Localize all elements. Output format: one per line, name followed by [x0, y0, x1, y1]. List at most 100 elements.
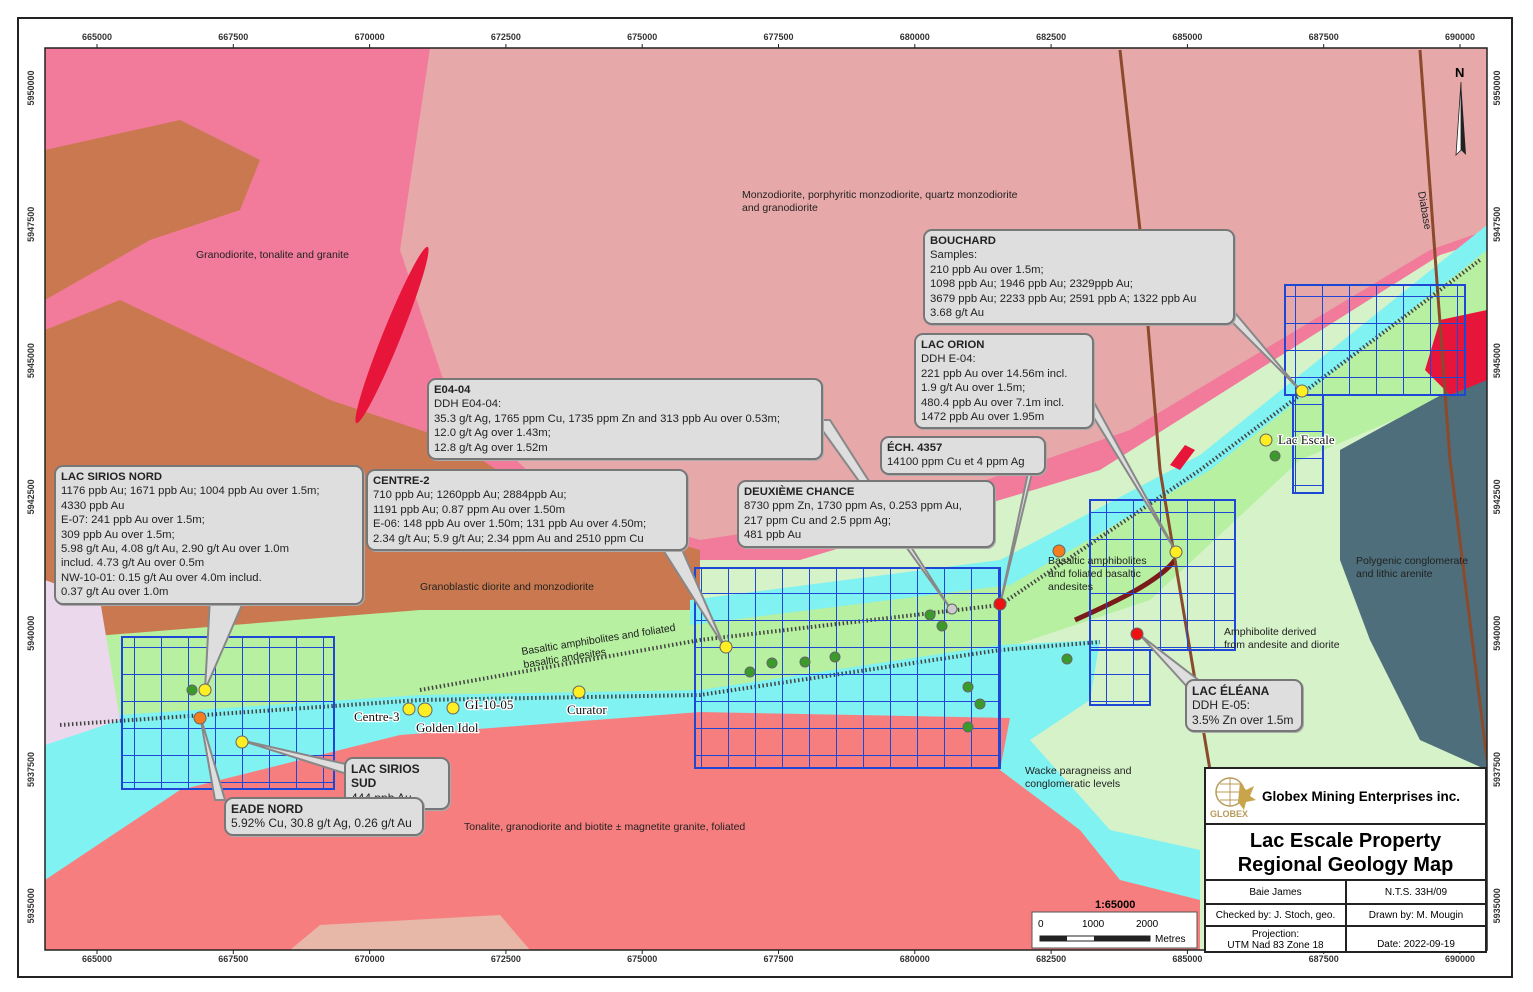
callout-line: 3.68 g/t Au: [930, 307, 985, 320]
y-tick-label-right: 5937500: [1492, 752, 1502, 787]
callout-line: 480.4 ppb Au over 7.1m incl.: [921, 396, 1065, 409]
callout-line: Samples:: [930, 249, 978, 262]
x-tick-label-top: 665000: [82, 32, 112, 42]
claim-grid-eleana[interactable]: [1089, 649, 1151, 706]
occurrence-gi-10-05[interactable]: GI-10-05: [464, 696, 515, 714]
info-row-2: Checked by: J. Stoch, geo. Drawn by: M. …: [1206, 905, 1485, 927]
callout-title: LAC SIRIOS NORD: [61, 471, 163, 483]
label-monzodiorite-1: Monzodiorite, porphyritic monzodiorite, …: [742, 189, 1018, 201]
callout-lac-eleana[interactable]: LAC ÉLÉANA DDH E-05: 3.5% Zn over 1.5m: [1185, 679, 1303, 733]
sample-point[interactable]: [1169, 545, 1183, 559]
x-tick-label-bottom: 667500: [218, 954, 248, 964]
drawn-by: Drawn by: M. Mougin: [1368, 909, 1464, 921]
callout-line: 35.3 g/t Ag, 1765 ppm Cu, 1735 ppm Zn an…: [434, 412, 781, 425]
claim-grid-centre[interactable]: [694, 567, 1001, 769]
x-tick-label-top: 670000: [355, 32, 385, 42]
claim-grid-sirios[interactable]: [121, 636, 335, 790]
claim-grid-escale[interactable]: [1284, 284, 1466, 396]
claim-grid-escale-south[interactable]: [1292, 394, 1324, 494]
sample-point[interactable]: [1130, 627, 1144, 641]
projection: Projection: UTM Nad 83 Zone 18: [1206, 927, 1347, 953]
map-neatline: [44, 47, 1488, 951]
y-tick-label-right: 5942500: [1492, 479, 1502, 514]
claim-grid-orion[interactable]: [1089, 499, 1236, 651]
label-amphibolite-2: from andesite and diorite: [1224, 639, 1340, 651]
sample-point[interactable]: [402, 702, 416, 716]
sample-point[interactable]: [1259, 433, 1273, 447]
x-tick-label-bottom: 685000: [1172, 954, 1202, 964]
sample-point[interactable]: [1295, 384, 1309, 398]
callout-line: NW-10-01: 0.15 g/t Au over 4.0m includ.: [61, 571, 262, 584]
y-tick-label-right: 5945000: [1492, 343, 1502, 378]
sample-point[interactable]: [572, 685, 586, 699]
callout-deuxieme-chance[interactable]: DEUXIÈME CHANCE 8730 ppm Zn, 1730 ppm As…: [737, 480, 995, 548]
callout-line: DDH E-05:: [1192, 698, 1251, 713]
company-name: Globex Mining Enterprises inc.: [1262, 789, 1461, 804]
callout-line: 1176 ppb Au; 1671 ppb Au; 1004 ppb Au ov…: [61, 485, 320, 498]
scale-tick-2000: 2000: [1136, 919, 1159, 930]
sample-point[interactable]: [993, 597, 1007, 611]
scale-tick-0: 0: [1038, 919, 1044, 930]
projection-label: Projection:: [1251, 929, 1300, 940]
projection-value: UTM Nad 83 Zone 18: [1227, 940, 1324, 951]
occurrence-centre-3[interactable]: Centre-3: [353, 708, 401, 726]
x-tick-label-bottom: 680000: [900, 954, 930, 964]
north-arrow-icon: [1461, 82, 1466, 155]
callout-e04-04[interactable]: E04-04 DDH E04-04: 35.3 g/t Ag, 1765 ppm…: [427, 378, 823, 461]
callout-eade-nord[interactable]: EADE NORD 5.92% Cu, 30.8 g/t Ag, 0.26 g/…: [224, 797, 424, 836]
label-amphibolite-1: Amphibolite derived: [1224, 626, 1316, 638]
callout-line: 309 ppb Au over 1.5m;: [61, 528, 175, 541]
callout-line: 1098 ppb Au; 1946 ppb Au; 2329ppb Au;: [930, 278, 1133, 291]
sample-point[interactable]: [719, 640, 733, 654]
x-tick-label-bottom: 670000: [355, 954, 385, 964]
y-tick-label-right: 5950000: [1492, 70, 1502, 105]
callout-line: 2.34 g/t Au; 5.9 g/t Au; 2.34 ppm Au and…: [373, 532, 644, 545]
sample-points: [186, 384, 1309, 749]
info-row-3: Projection: UTM Nad 83 Zone 18 Date: 202…: [1206, 927, 1485, 953]
callout-lac-orion[interactable]: LAC ORION DDH E-04: 221 ppb Au over 14.5…: [914, 333, 1094, 430]
red-intrusion-east: [1170, 445, 1195, 470]
callout-lac-sirios-nord[interactable]: LAC SIRIOS NORD 1176 ppb Au; 1671 ppb Au…: [54, 465, 364, 605]
sample-point[interactable]: [446, 701, 460, 715]
x-tick-label-top: 687500: [1309, 32, 1339, 42]
x-tick-label-bottom: 665000: [82, 954, 112, 964]
x-tick-label-bottom: 690000: [1445, 954, 1475, 964]
callout-line: DDH E-04:: [921, 353, 976, 366]
callout-title: LAC ORION: [921, 339, 985, 351]
callout-line: 5.98 g/t Au, 4.08 g/t Au, 2.90 g/t Au ov…: [61, 543, 289, 556]
y-tick-label-right: 5940000: [1492, 616, 1502, 651]
map-date: Date: 2022-09-19: [1377, 938, 1455, 950]
occurrence-curator[interactable]: Curator: [566, 701, 609, 719]
y-tick-label-left: 5942500: [26, 479, 36, 514]
company-row: GLOBEX Globex Mining Enterprises inc.: [1206, 769, 1485, 825]
region: Baie James: [1206, 881, 1347, 903]
callout-line: 8730 ppm Zn, 1730 ppm As, 0.253 ppm Au,: [744, 500, 962, 513]
y-tick-label-left: 5947500: [26, 207, 36, 242]
y-tick-label-right: 5935000: [1492, 888, 1502, 923]
callout-title: ÉCH. 4357: [887, 442, 943, 454]
y-tick-label-left: 5935000: [26, 888, 36, 923]
callout-line: 4330 ppb Au: [61, 499, 125, 512]
north-label: N: [1455, 65, 1464, 80]
sample-point[interactable]: [193, 711, 207, 725]
callout-bouchard[interactable]: BOUCHARD Samples: 210 ppb Au over 1.5m; …: [923, 229, 1235, 326]
occurrence-golden-idol[interactable]: Golden Idol: [415, 719, 480, 737]
callout-line: 217 ppm Cu and 2.5 ppm Ag;: [744, 514, 891, 527]
sample-point[interactable]: [1052, 544, 1066, 558]
map-title-line2: Regional Geology Map: [1237, 854, 1454, 876]
label-tonalite: Tonalite, granodiorite and biotite ± mag…: [464, 821, 745, 833]
label-granodiorite: Granodiorite, tonalite and granite: [196, 249, 349, 261]
callout-ech-4357[interactable]: ÉCH. 4357 14100 ppm Cu et 4 ppm Ag: [880, 436, 1046, 475]
sample-point[interactable]: [198, 683, 212, 697]
label-basaltic-east-1: Basaltic amphibolites: [1048, 555, 1147, 567]
callout-line: 1472 ppb Au over 1.95m: [921, 411, 1045, 424]
y-tick-label-left: 5945000: [26, 343, 36, 378]
sample-point[interactable]: [417, 702, 433, 718]
sample-point[interactable]: [235, 735, 249, 749]
sample-point[interactable]: [946, 603, 958, 615]
callout-line: DDH E04-04:: [434, 398, 502, 411]
callout-centre-2[interactable]: CENTRE-2 710 ppb Au; 1260ppb Au; 2884ppb…: [366, 469, 688, 552]
callout-line: 3.5% Zn over 1.5m: [1192, 712, 1294, 727]
occurrence-lac-escale[interactable]: Lac Escale: [1277, 431, 1336, 449]
title-block: GLOBEX Globex Mining Enterprises inc. La…: [1204, 767, 1487, 953]
